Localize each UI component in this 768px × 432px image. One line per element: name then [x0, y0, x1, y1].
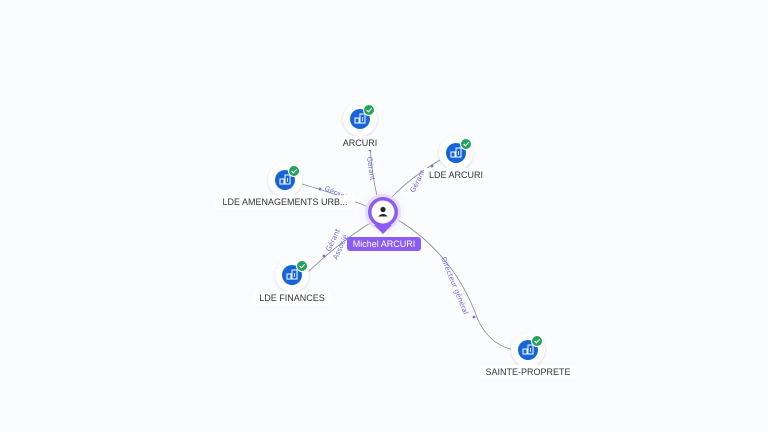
edge-arrow: [430, 164, 434, 168]
edge-arrow: [472, 315, 476, 319]
verified-check-icon: [460, 138, 472, 150]
edge-arrow: [318, 187, 322, 191]
company-node-lde-finances[interactable]: LDE FINANCES: [254, 258, 330, 305]
company-building-icon: [279, 174, 291, 185]
company-label-lde-arcuri: LDE ARCURI: [429, 170, 483, 180]
person-label-badge: [347, 237, 421, 251]
company-building-icon: [450, 147, 462, 158]
verified-check-icon: [363, 104, 375, 116]
edge-arrow: [322, 254, 326, 258]
company-building-icon: [354, 113, 366, 124]
verified-check-icon: [296, 260, 308, 272]
verified-check-icon: [288, 165, 300, 177]
company-building-icon: [286, 269, 298, 280]
company-node-arcuri[interactable]: ARCURI: [338, 102, 382, 150]
person-node[interactable]: Michel ARCURI: [347, 186, 421, 251]
company-node-sainte-proprete[interactable]: SAINTE-PROPRETE: [480, 333, 576, 379]
company-node-lde-amenagements[interactable]: LDE AMENAGEMENTS URB...: [215, 163, 355, 209]
verified-check-icon: [531, 335, 543, 347]
company-building-icon: [522, 344, 534, 355]
company-label-lde-finances: LDE FINANCES: [259, 293, 325, 303]
person-name-label: Michel ARCURI: [353, 239, 416, 249]
person-pin-tip: [374, 225, 392, 234]
company-label-arcuri: ARCURI: [343, 138, 378, 148]
company-label-lde-amenagements: LDE AMENAGEMENTS URB...: [222, 197, 347, 207]
edge-label-arcuri: Gérant: [365, 156, 376, 181]
company-node-lde-arcuri[interactable]: LDE ARCURI: [424, 136, 488, 182]
company-label-sainte-proprete: SAINTE-PROPRETE: [485, 367, 570, 377]
person-icon: [378, 206, 388, 217]
edge-label-sainte-proprete: Directeur général: [439, 256, 469, 316]
edge-sainte-proprete: [397, 219, 515, 351]
